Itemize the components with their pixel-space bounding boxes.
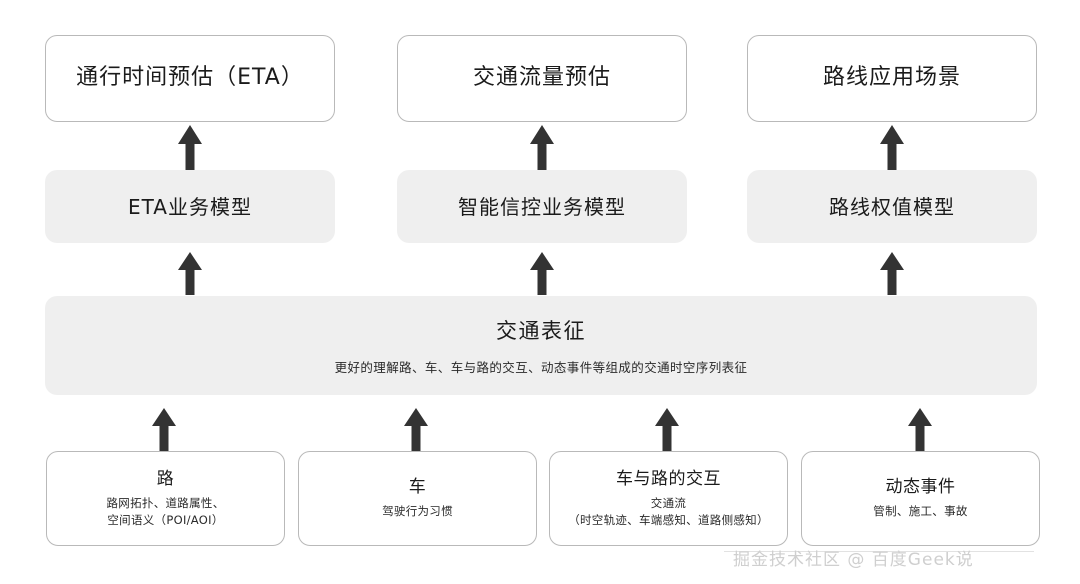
application-box-route[interactable]: 路线应用场景 [747, 35, 1037, 122]
application-box-label: 通行时间预估（ETA） [76, 65, 304, 91]
arrow-up-icon [403, 408, 429, 451]
model-box-label: 路线权值模型 [829, 194, 955, 219]
arrow-up-icon [529, 252, 555, 295]
input-box-detail: 管制、施工、事故 [873, 504, 968, 519]
input-box-label: 路 [156, 468, 175, 489]
model-box-route-weight[interactable]: 路线权值模型 [747, 170, 1037, 243]
application-box-eta[interactable]: 通行时间预估（ETA） [45, 35, 335, 122]
input-box-label: 车 [408, 477, 427, 498]
input-box-road[interactable]: 路 路网拓扑、道路属性、 空间语义（POI/AOI） [46, 451, 285, 546]
input-box-vehicle-road-interaction[interactable]: 车与路的交互 交通流 （时空轨迹、车端感知、道路侧感知） [549, 451, 788, 546]
input-box-detail: 交通流 （时空轨迹、车端感知、道路侧感知） [568, 495, 769, 528]
arrow-up-icon [879, 252, 905, 295]
input-box-vehicle[interactable]: 车 驾驶行为习惯 [298, 451, 537, 546]
band-title: 交通表征 [496, 319, 586, 343]
arrow-up-icon [529, 125, 555, 170]
model-box-eta[interactable]: ETA业务模型 [45, 170, 335, 243]
application-box-label: 路线应用场景 [822, 65, 961, 91]
arrow-up-icon [879, 125, 905, 170]
input-box-label: 动态事件 [885, 477, 956, 498]
band-subtitle: 更好的理解路、车、车与路的交互、动态事件等组成的交通时空序列表征 [334, 360, 748, 375]
input-box-detail: 驾驶行为习惯 [382, 504, 453, 519]
traffic-representation-band[interactable]: 交通表征 更好的理解路、车、车与路的交互、动态事件等组成的交通时空序列表征 [45, 296, 1037, 395]
arrow-up-icon [177, 252, 203, 295]
application-box-traffic-flow[interactable]: 交通流量预估 [397, 35, 687, 122]
arrow-up-icon [907, 408, 933, 451]
arrow-up-icon [177, 125, 203, 170]
input-box-label: 车与路的交互 [616, 468, 721, 489]
watermark-text: 掘金技术社区 @ 百度Geek说 [733, 550, 974, 570]
model-box-label: ETA业务模型 [128, 194, 252, 219]
model-box-label: 智能信控业务模型 [458, 194, 626, 219]
arrow-up-icon [151, 408, 177, 451]
watermark-rule [724, 551, 1034, 552]
input-box-detail: 路网拓扑、道路属性、 空间语义（POI/AOI） [106, 495, 225, 528]
application-box-label: 交通流量预估 [472, 65, 611, 91]
arrow-up-icon [654, 408, 680, 451]
input-box-dynamic-events[interactable]: 动态事件 管制、施工、事故 [801, 451, 1040, 546]
model-box-signal-control[interactable]: 智能信控业务模型 [397, 170, 687, 243]
